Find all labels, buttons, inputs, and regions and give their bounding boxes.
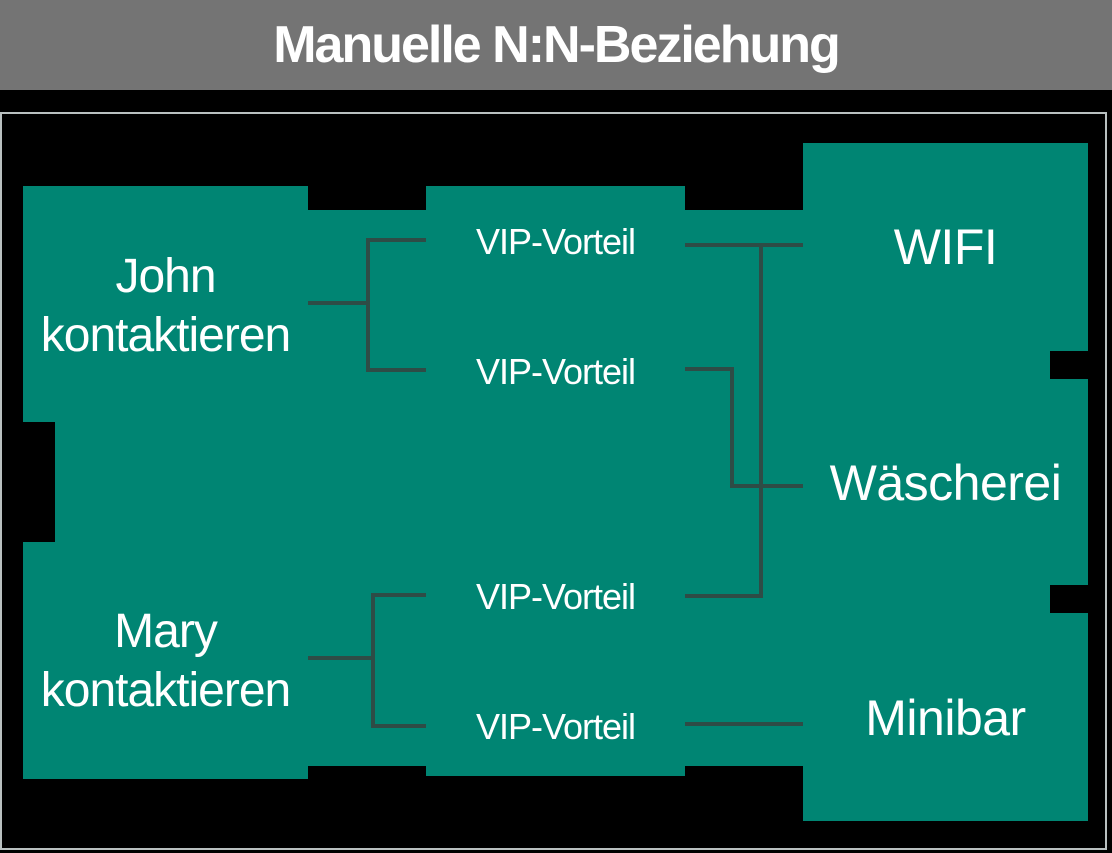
title-bar: Manuelle N:N-Beziehung — [0, 0, 1112, 90]
connector-vip3-vertical — [759, 243, 763, 598]
connector-mary-vip4 — [373, 724, 426, 728]
intersection-box-3: VIP-Vorteil — [426, 572, 685, 622]
right-connector-panel — [685, 210, 803, 766]
intersection-column-panel — [426, 186, 685, 776]
benefit-label: WIFI — [893, 219, 998, 275]
connector-vip1-wifi — [685, 243, 803, 247]
intersection-label: VIP-Vorteil — [475, 576, 636, 617]
benefit-column-panel — [803, 143, 1088, 821]
connector-john-vertical — [366, 238, 370, 372]
connector-mary-stem — [308, 656, 373, 660]
connector-vip3-horizontal — [685, 594, 763, 598]
benefit-label: Wäscherei — [829, 455, 1062, 511]
benefit-box-minibar: Minibar — [803, 686, 1088, 750]
gap-wifi-waescherei — [1050, 351, 1088, 379]
benefit-label: Minibar — [865, 690, 1026, 746]
connector-vip2-horizontal — [685, 367, 734, 371]
connector-john-vip1 — [368, 238, 426, 242]
task-box-mary: Mary kontaktieren — [23, 542, 308, 779]
intersection-label: VIP-Vorteil — [475, 221, 636, 262]
gap-between-task-boxes — [23, 422, 55, 542]
content-frame-border — [0, 112, 1107, 850]
connector-mary-vip3 — [373, 593, 426, 597]
gap-waescherei-minibar — [1050, 585, 1088, 613]
intersection-label: VIP-Vorteil — [475, 351, 636, 392]
connector-vip2-waescherei — [730, 484, 803, 488]
intersection-box-4: VIP-Vorteil — [426, 702, 685, 752]
connector-john-vip2 — [368, 368, 426, 372]
task-john-line1: John — [115, 250, 216, 303]
connector-vip2-vertical — [730, 367, 734, 488]
page-title: Manuelle N:N-Beziehung — [273, 16, 841, 74]
task-column-panel — [23, 186, 308, 779]
intersection-box-1: VIP-Vorteil — [426, 217, 685, 267]
intersection-box-2: VIP-Vorteil — [426, 347, 685, 397]
benefit-box-waescherei: Wäscherei — [803, 451, 1088, 515]
task-mary-line2: kontaktieren — [40, 663, 291, 717]
task-john-line2: kontaktieren — [40, 309, 291, 362]
benefit-box-wifi: WIFI — [803, 215, 1088, 279]
task-box-john: John kontaktieren — [23, 186, 308, 426]
task-mary-line1: Mary — [114, 604, 218, 658]
connector-john-stem — [308, 301, 368, 305]
connector-vip4-minibar — [685, 722, 803, 726]
connector-mary-vertical — [371, 593, 375, 728]
intersection-label: VIP-Vorteil — [475, 706, 636, 747]
